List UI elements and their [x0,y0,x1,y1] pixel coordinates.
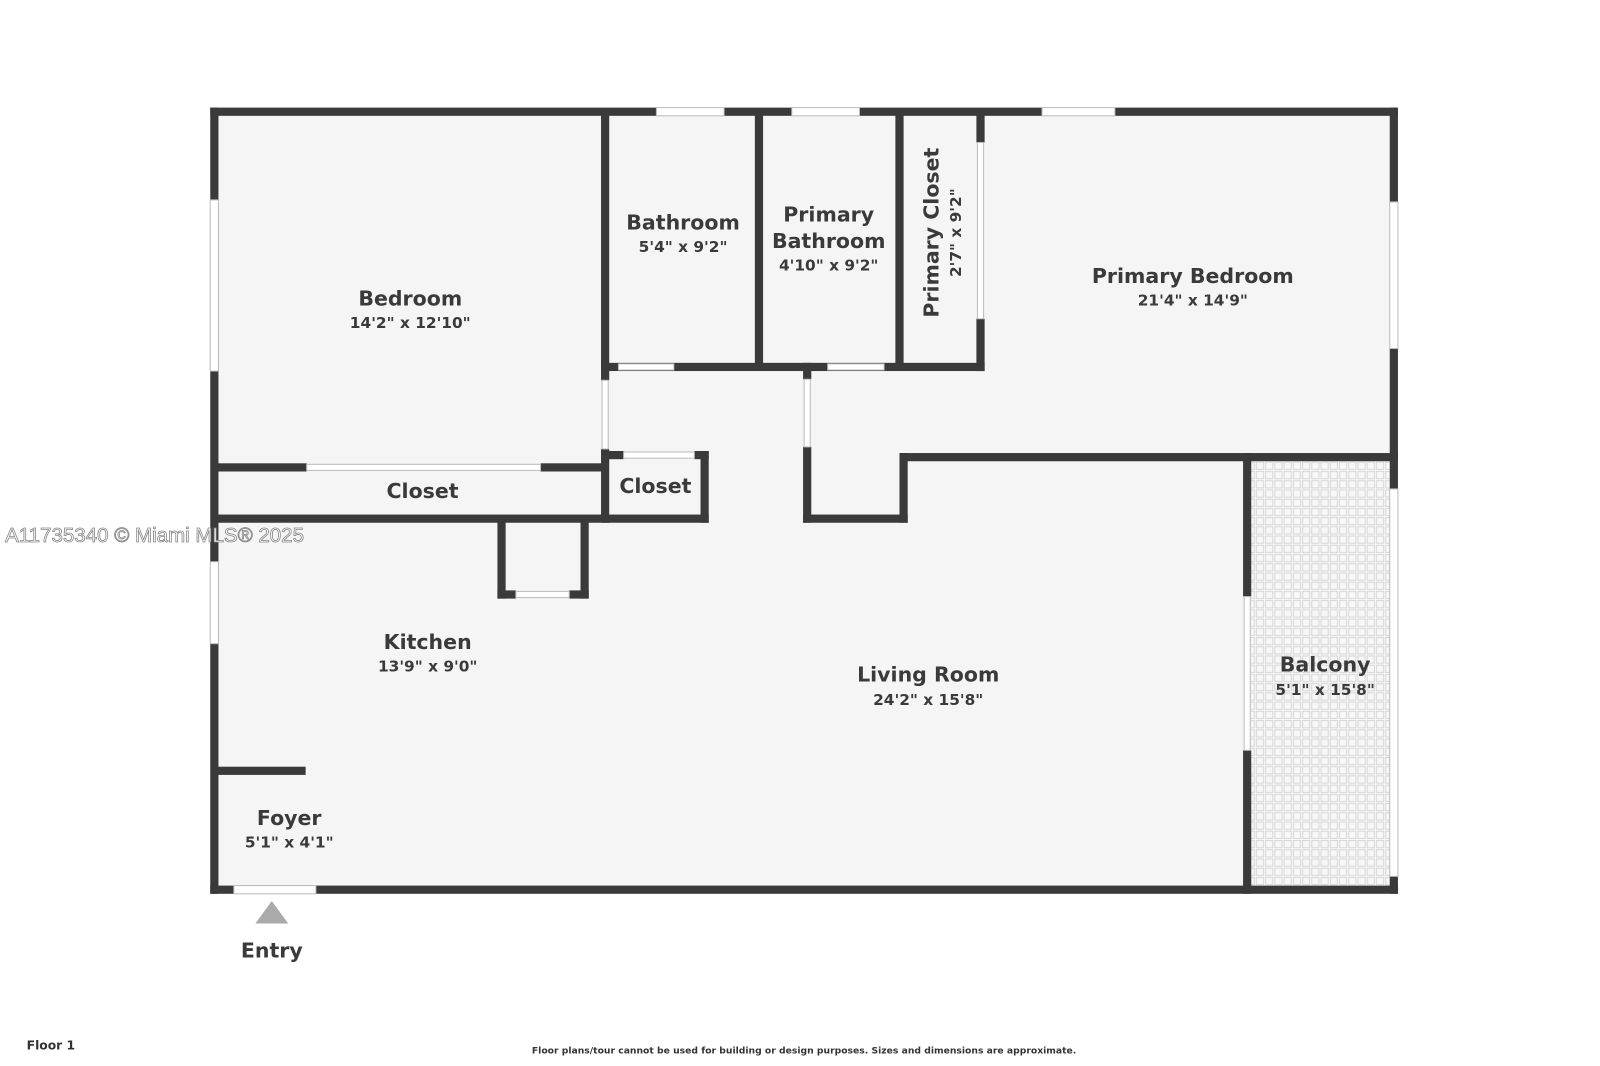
room-dims: 21'4" x 14'9" [1138,291,1248,309]
room-dims: 5'1" x 4'1" [245,834,334,852]
balcony-tiles [1251,461,1390,886]
room-name: Primary Bedroom [1092,264,1294,288]
room-name: Primary Closet [919,147,943,317]
room-dims: 5'4" x 9'2" [639,238,728,256]
windows-doors [209,107,1399,895]
room-dims: 14'2" x 12'10" [350,314,471,332]
room-name: Bathroom [626,211,740,235]
room-dims: 4'10" x 9'2" [779,257,878,275]
room-name: Kitchen [384,630,472,654]
room-name: Closet [619,474,691,498]
room-name: Foyer [257,806,323,830]
room-name: Primary [783,202,874,226]
room-dims: 2'7" x 9'2" [947,188,965,277]
room-dims: 5'1" x 15'8" [1275,681,1374,699]
room-name: Bedroom [358,286,462,310]
room-name: Closet [387,479,459,503]
room-name: Balcony [1280,652,1371,676]
floor-label: Floor 1 [27,1039,75,1053]
room-dims: 13'9" x 9'0" [378,657,477,675]
watermark: A11735340 © Miami MLS® 2025 [5,524,304,547]
entry-label: Entry [241,938,303,962]
room-name: Bathroom [772,229,886,253]
entry-arrow-icon [255,900,289,924]
room-dims: 24'2" x 15'8" [873,691,983,709]
room-name: Living Room [857,663,999,687]
disclaimer: Floor plans/tour cannot be used for buil… [532,1046,1076,1057]
